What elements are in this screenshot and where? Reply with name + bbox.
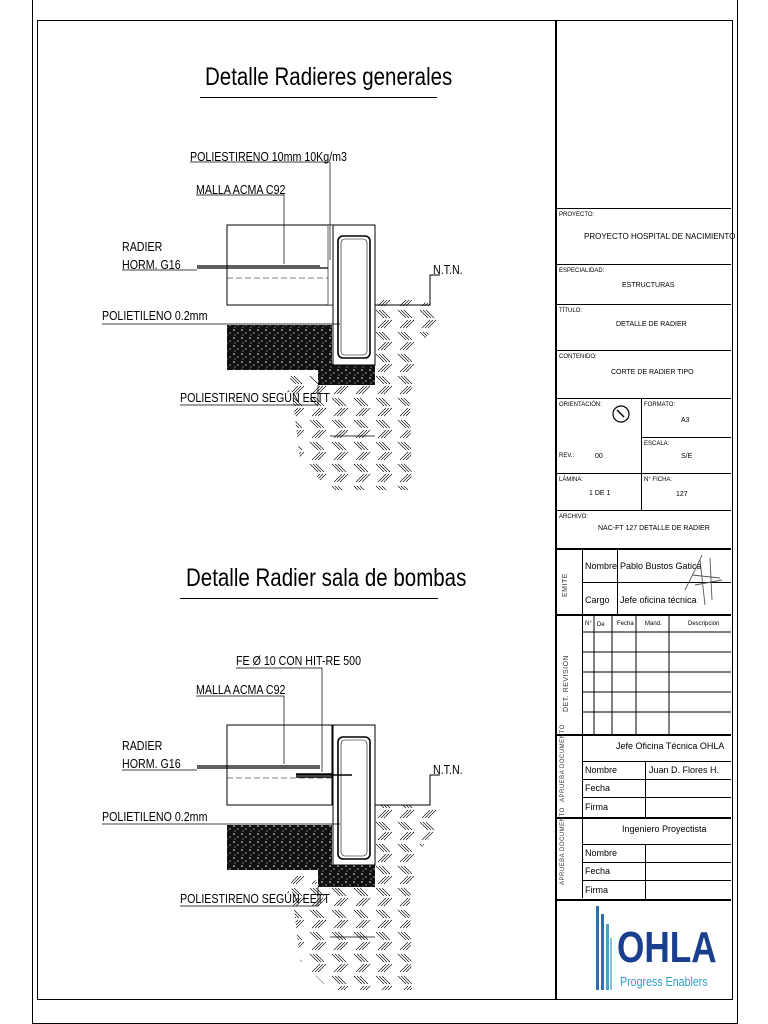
ohla-logo-text: OHLA xyxy=(617,923,717,972)
tb-aprueba2-vdivider xyxy=(645,844,646,899)
tb-formato-label: FORMATO: xyxy=(644,402,676,408)
tb-aprueba1-fecha-label: Fecha xyxy=(585,783,611,793)
tb-aprueba1-vdivider xyxy=(645,761,646,817)
tb-line-revision xyxy=(557,614,731,616)
tb-aprueba2-nombre-label: Nombre xyxy=(585,848,618,858)
tb-especialidad: ESTRUCTURAS xyxy=(622,282,675,289)
d1-label-malla: MALLA ACMA C92 xyxy=(196,182,286,197)
d2-label-horm: HORM. G16 xyxy=(122,756,181,771)
signature-image xyxy=(684,554,723,606)
tb-line-escala xyxy=(641,437,731,438)
tb-archivo-label: ARCHIVO: xyxy=(559,514,589,520)
tb-aprueba2-line3 xyxy=(582,880,731,881)
tb-aprueba1-title: Jefe Oficina Técnica OHLA xyxy=(616,741,725,751)
tb-escala-label: ESCALA: xyxy=(644,441,670,447)
tb-titulo: DETALLE DE RADIER xyxy=(616,321,687,328)
tb-emite-divider xyxy=(617,548,618,614)
tb-aprueba1-line2 xyxy=(582,779,731,780)
tb-aprueba1-nombre: Juan D. Flores H. xyxy=(649,765,720,775)
tb-line-archivo xyxy=(557,510,731,511)
tb-aprueba2-line1 xyxy=(582,844,731,845)
drawing-border xyxy=(37,20,556,1000)
ohla-logo-tagline: Progress Enablers xyxy=(620,974,708,989)
tb-ficha: 127 xyxy=(676,491,688,498)
d2-label-radier: RADIER xyxy=(122,738,163,753)
d1-label-radier: RADIER xyxy=(122,239,163,254)
tb-line-lamina xyxy=(557,473,731,474)
tb-aprueba1-firma-label: Firma xyxy=(585,802,608,812)
titleblock-border xyxy=(556,20,733,1000)
tb-aprueba2-firma-label: Firma xyxy=(585,885,608,895)
tb-line-orientacion xyxy=(557,398,731,399)
tb-titulo-label: TÍTULO: xyxy=(559,308,583,314)
tb-line-cargo xyxy=(582,582,731,583)
tb-ficha-label: N° FICHA: xyxy=(644,477,673,483)
tb-line-proyecto xyxy=(557,208,731,209)
d1-label-poliestireno-top: POLIESTIRENO 10mm 10Kg/m3 xyxy=(190,149,347,164)
tb-line-logo xyxy=(557,899,731,901)
tb-lamina: 1 DE 1 xyxy=(589,490,611,497)
tb-rev-h-de: De xyxy=(597,622,605,628)
tb-orientacion-label: ORIENTACIÓN: xyxy=(559,402,602,408)
drawing1-section xyxy=(102,161,440,490)
tb-aprueba1-nombre-label: Nombre xyxy=(585,765,618,775)
tb-aprueba1-side: APRUEBA DOCUMENTO xyxy=(560,724,566,802)
tb-proyecto: PROYECTO HOSPITAL DE NACIMIENTO xyxy=(584,232,736,241)
tb-line-emite xyxy=(557,548,731,550)
tb-rev-h-mand: Mand. xyxy=(645,621,662,627)
tb-line-especialidad xyxy=(557,264,731,265)
tb-archivo: NAC-FT 127 DETALLE DE RADIER xyxy=(598,525,710,532)
tb-aprueba1-line3 xyxy=(582,797,731,798)
tb-rev-label: REV.: xyxy=(559,453,575,459)
drawing1-title: Detalle Radieres generales xyxy=(205,63,453,91)
tb-rev-side: DET. REVISIÓN xyxy=(563,654,570,712)
tb-emite-side: EMITE xyxy=(562,573,569,597)
tb-aprueba2-fecha-label: Fecha xyxy=(585,866,611,876)
drawing1-title-underline xyxy=(200,97,437,98)
tb-aprueba2-side: APRUEBA DOCUMENTO xyxy=(560,807,566,885)
tb-rev-h-desc: Descripcion xyxy=(688,621,720,627)
tb-aprueba2-title: Ingeniero Proyectista xyxy=(622,824,707,834)
tb-contenido-label: CONTENIDO: xyxy=(559,354,597,360)
tb-line-contenido xyxy=(557,350,731,351)
tb-rev-h-num: N° xyxy=(585,621,592,627)
tb-line-aprueba1 xyxy=(557,734,731,736)
tb-cargo-label: Cargo xyxy=(585,595,610,605)
drawing2-section xyxy=(102,667,440,990)
tb-aprueba1-line1 xyxy=(582,761,731,762)
d1-label-polietileno: POLIETILENO 0.2mm xyxy=(102,308,208,323)
tb-proyecto-label: PROYECTO: xyxy=(559,212,595,218)
drawing2-title: Detalle Radier sala de bombas xyxy=(186,564,467,592)
ohla-logo-icon xyxy=(596,906,612,990)
revision-table-grid xyxy=(582,614,731,734)
tb-line-titulo xyxy=(557,304,731,305)
tb-escala: S/E xyxy=(681,453,693,460)
drawing2-title-underline xyxy=(180,598,438,599)
d1-label-ntn: N.T.N. xyxy=(433,262,463,277)
tb-vertical-divider xyxy=(641,398,642,510)
d2-label-fe: FE Ø 10 CON HIT-RE 500 xyxy=(236,653,361,668)
north-arrow-icon xyxy=(612,405,630,423)
tb-contenido: CORTE DE RADIER TIPO xyxy=(611,369,694,376)
tb-emite-side-divider xyxy=(582,548,583,898)
tb-line-aprueba2 xyxy=(557,817,731,819)
tb-lamina-label: LÁMINA: xyxy=(559,477,584,483)
tb-rev: 00 xyxy=(595,453,603,460)
d2-label-polietileno: POLIETILENO 0.2mm xyxy=(102,809,208,824)
d2-label-malla: MALLA ACMA C92 xyxy=(196,682,286,697)
tb-nombre: Pablo Bustos Gatica xyxy=(620,561,702,571)
tb-formato: A3 xyxy=(681,417,690,424)
tb-rev-h-fecha: Fecha xyxy=(617,621,634,627)
tb-nombre-label: Nombre xyxy=(585,561,618,571)
d2-label-ntn: N.T.N. xyxy=(433,762,463,777)
tb-especialidad-label: ESPECIALIDAD: xyxy=(559,268,605,274)
tb-aprueba2-line2 xyxy=(582,862,731,863)
d1-label-horm: HORM. G16 xyxy=(122,257,181,272)
tb-cargo: Jefe oficina técnica xyxy=(620,595,697,605)
